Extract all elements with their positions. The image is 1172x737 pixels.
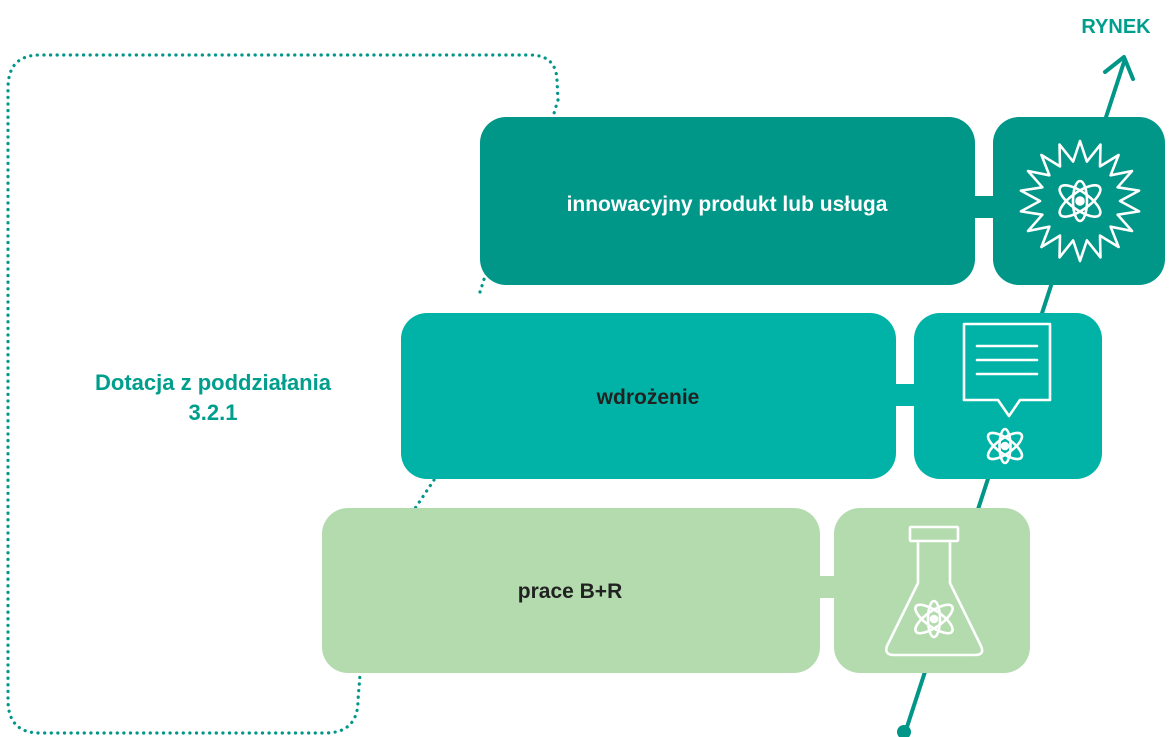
- stage-product-label: innowacyjny produkt lub usługa: [567, 193, 888, 216]
- stage-implementation: wdrożenie: [401, 313, 1102, 479]
- market-label: RYNEK: [1081, 16, 1151, 38]
- stage-implementation-icon-box: [914, 313, 1102, 479]
- grant-label-line2: 3.2.1: [189, 400, 238, 425]
- stage-rd-icon-box: [834, 508, 1030, 673]
- connector-product: [968, 196, 998, 218]
- market-arrowhead: [1103, 55, 1135, 81]
- progress-start-dot: [897, 725, 911, 737]
- grant-dotted-bracket: [6, 53, 560, 735]
- atom-starburst-icon: [1019, 139, 1141, 263]
- connector-implementation: [890, 384, 920, 406]
- stage-rd-box: [322, 508, 820, 673]
- stage-product-box: [480, 117, 975, 285]
- stage-implementation-box: [401, 313, 896, 479]
- flask-atom-icon: [885, 525, 984, 657]
- stage-implementation-label: wdrożenie: [596, 386, 700, 409]
- stage-rd: prace B+R: [322, 508, 1030, 673]
- stage-rd-label: prace B+R: [518, 580, 622, 603]
- document-atom-icon: [962, 322, 1052, 465]
- stage-product: innowacyjny produkt lub usługa: [480, 117, 1165, 285]
- grant-label-line1: Dotacja z poddziałania: [95, 370, 332, 395]
